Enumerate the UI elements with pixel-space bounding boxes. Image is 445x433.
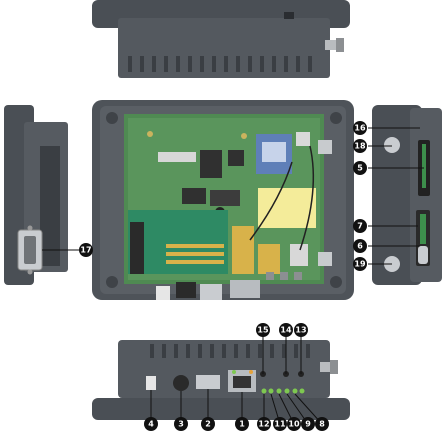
status-leds xyxy=(261,388,305,394)
svg-text:14: 14 xyxy=(280,326,292,335)
svg-text:7: 7 xyxy=(357,222,363,231)
callout-1: 1 xyxy=(235,417,249,431)
callout-10: 10 xyxy=(287,417,301,431)
ethernet-port xyxy=(228,370,256,392)
svg-text:11: 11 xyxy=(274,420,286,429)
callout-16: 16 xyxy=(353,121,367,135)
svg-text:1: 1 xyxy=(239,420,245,429)
callout-19: 19 xyxy=(353,257,367,271)
svg-text:4: 4 xyxy=(148,420,154,429)
svg-text:17: 17 xyxy=(80,246,91,255)
svg-text:13: 13 xyxy=(295,326,306,335)
expansion-board xyxy=(128,210,228,274)
callout-11: 11 xyxy=(273,417,287,431)
power-jack xyxy=(173,375,189,391)
callout-5: 5 xyxy=(353,161,367,175)
callout-18: 18 xyxy=(353,139,367,153)
serial-db9-port xyxy=(17,225,43,275)
top-panel-view xyxy=(92,0,350,78)
svg-text:10: 10 xyxy=(288,420,300,429)
front-antenna-connector xyxy=(320,360,338,374)
svg-text:9: 9 xyxy=(305,420,311,429)
internal-connectors xyxy=(232,226,308,274)
svg-text:6: 6 xyxy=(357,242,363,251)
right-panel-view xyxy=(372,105,442,285)
svg-text:19: 19 xyxy=(354,260,366,269)
svg-text:18: 18 xyxy=(354,142,366,151)
svg-text:2: 2 xyxy=(205,420,211,429)
callout-7: 7 xyxy=(353,219,367,233)
usb-port xyxy=(196,375,220,389)
left-panel-view xyxy=(4,105,82,285)
svg-text:8: 8 xyxy=(319,420,325,429)
callout-6: 6 xyxy=(353,239,367,253)
callout-3: 3 xyxy=(174,417,188,431)
label-sticker xyxy=(258,188,316,228)
top-antenna-connector xyxy=(325,38,344,52)
svg-text:3: 3 xyxy=(178,420,184,429)
callout-2: 2 xyxy=(201,417,215,431)
front-panel-view xyxy=(92,340,350,420)
svg-text:16: 16 xyxy=(354,124,366,133)
callout-13: 13 xyxy=(294,323,308,337)
callout-9: 9 xyxy=(301,417,315,431)
svg-text:12: 12 xyxy=(258,420,269,429)
callout-14: 14 xyxy=(279,323,293,337)
front-ports-interior xyxy=(156,272,302,300)
main-interior-view xyxy=(92,100,354,300)
callout-4: 4 xyxy=(144,417,158,431)
callout-15: 15 xyxy=(256,323,270,337)
svg-text:15: 15 xyxy=(257,326,269,335)
callout-12: 12 xyxy=(257,417,271,431)
callout-17: 17 xyxy=(79,243,93,257)
antenna-cables xyxy=(249,140,332,266)
svg-text:5: 5 xyxy=(357,164,363,173)
power-switch xyxy=(146,376,156,390)
sd-slot xyxy=(416,210,430,266)
callout-8: 8 xyxy=(315,417,329,431)
cellular-module xyxy=(256,132,310,174)
